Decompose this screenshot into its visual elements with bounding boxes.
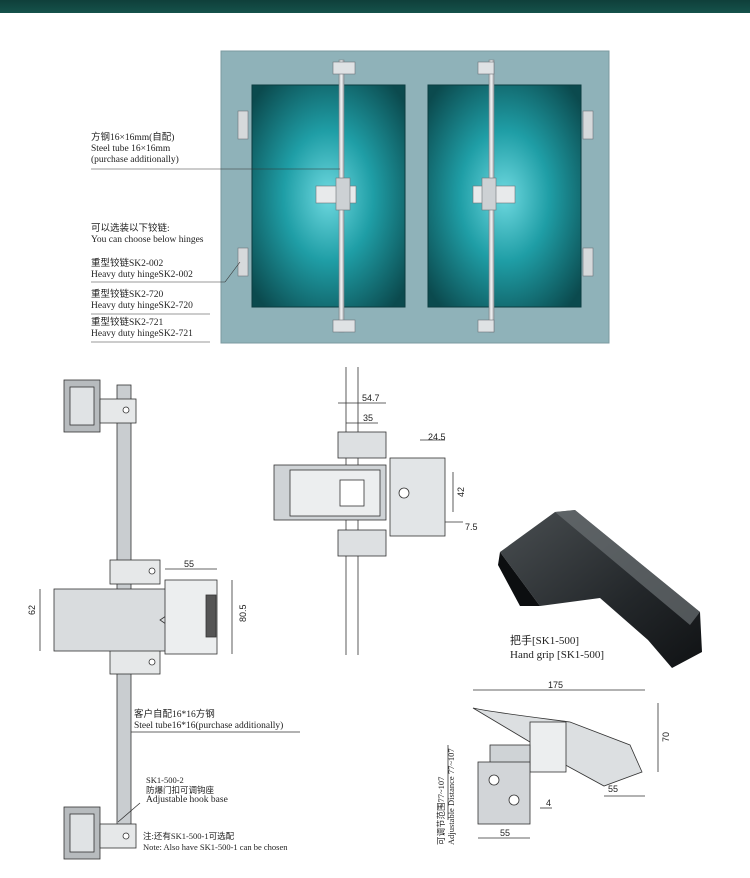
adjust-en: Adjustable Distance 77~107	[446, 748, 456, 845]
hinge1-callout: 重型铰链SK2-002 Heavy duty hingeSK2-002	[91, 259, 193, 281]
tube-cn: 客户自配16*16方钢	[134, 710, 215, 720]
hinge3-en: Heavy duty hingeSK2-721	[91, 329, 193, 339]
hook-cn: 防爆门扣可调钩座	[146, 785, 215, 795]
hinge-choice-callout: 可以选装以下铰链: You can choose below hinges	[91, 224, 204, 246]
dim-80-5: 80.5	[238, 604, 248, 622]
hand-grip-en: Hand grip [SK1-500]	[510, 649, 605, 661]
note-en: Note: Also have SK1-500-1 can be chosen	[143, 842, 288, 852]
hinge1-en: Heavy duty hingeSK2-002	[91, 270, 193, 280]
hook-code: SK1-500-2	[146, 775, 184, 785]
hook-base-callout: SK1-500-2 防爆门扣可调钩座 Adjustable hook base	[146, 775, 228, 805]
dim-35: 35	[363, 413, 374, 423]
adjustable-distance-label: 可调节范围77~107 Adjustable Distance 77~107	[436, 748, 456, 845]
note-cn: 注:还有SK1-500-1可选配	[143, 831, 235, 841]
dim-62: 62	[27, 604, 37, 615]
steel-tube-note: (purchase additionally)	[91, 155, 179, 165]
dim-55-right: 55	[608, 784, 619, 794]
dim-55-left: 55	[184, 559, 195, 569]
option-note: 注:还有SK1-500-1可选配 Note: Also have SK1-500…	[143, 831, 287, 853]
dim-24-5: 24.5	[428, 432, 446, 442]
dim-7-5: 7.5	[465, 522, 478, 532]
left-side-drawing	[39, 379, 300, 860]
dim-175: 175	[548, 680, 564, 690]
steel-tube-cn: 方钢16×16mm(自配)	[91, 133, 175, 143]
hook-en: Adjustable hook base	[146, 795, 228, 805]
hand-grip-label: 把手[SK1-500] Hand grip [SK1-500]	[510, 634, 604, 662]
hinge2-cn: 重型铰链SK2-720	[91, 290, 164, 300]
right-side-drawing	[447, 689, 659, 839]
hinge2-callout: 重型铰链SK2-720 Heavy duty hingeSK2-720	[91, 290, 193, 312]
header-bar	[0, 0, 750, 13]
adjust-cn: 可调节范围77~107	[436, 776, 446, 845]
hinge2-en: Heavy duty hingeSK2-720	[91, 301, 193, 311]
dim-70: 70	[661, 731, 671, 742]
hinge-choice-cn: 可以选装以下铰链:	[91, 224, 170, 234]
steel-tube-callout: 方钢16×16mm(自配) Steel tube 16×16mm (purcha…	[91, 133, 179, 166]
dim-4: 4	[546, 798, 552, 808]
hinge3-cn: 重型铰链SK2-721	[91, 318, 164, 328]
dim-54-7: 54.7	[362, 393, 380, 403]
steel-tube-en: Steel tube 16×16mm	[91, 144, 171, 154]
hand-grip-image	[498, 510, 702, 668]
hand-grip-cn: 把手[SK1-500]	[510, 635, 580, 647]
dim-55-bottom: 55	[500, 828, 511, 838]
center-top-view-drawing	[273, 367, 463, 655]
dim-42: 42	[456, 486, 466, 497]
cabinet-illustration	[91, 50, 610, 344]
hinge1-cn: 重型铰链SK2-002	[91, 259, 164, 269]
hinge-choice-en: You can choose below hinges	[91, 235, 204, 245]
tube-en: Steel tube16*16(purchase additionally)	[134, 721, 284, 731]
tube-callout: 客户自配16*16方钢 Steel tube16*16(purchase add…	[134, 710, 283, 732]
hinge3-callout: 重型铰链SK2-721 Heavy duty hingeSK2-721	[91, 318, 193, 340]
